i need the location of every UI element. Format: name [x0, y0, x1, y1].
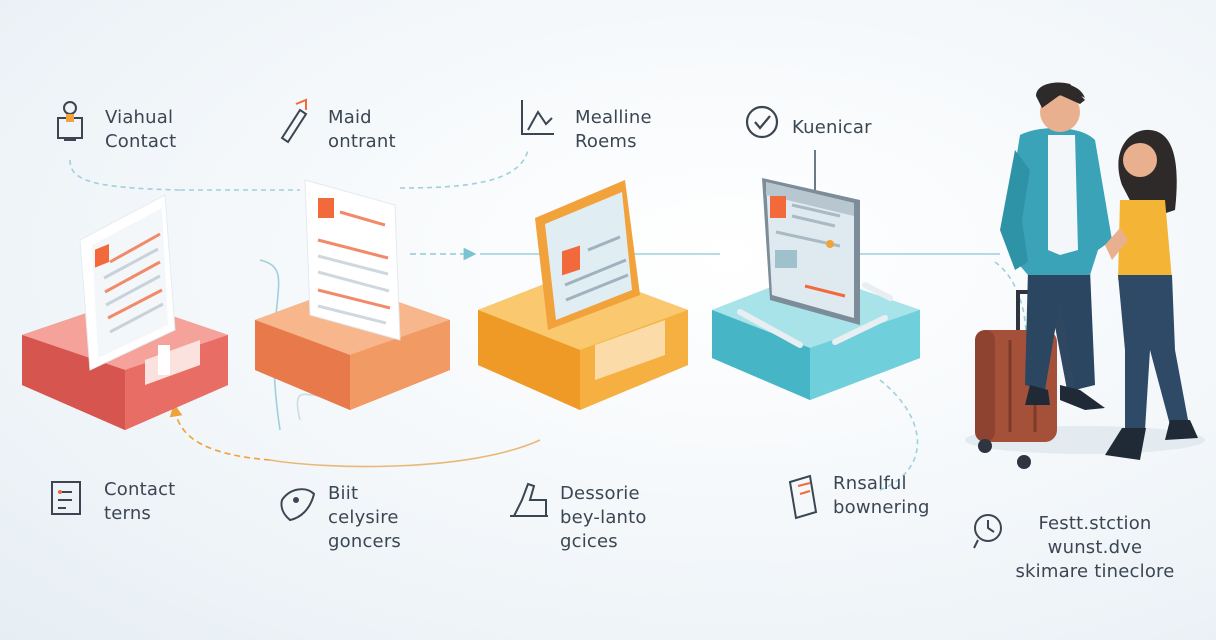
shield-icon	[280, 488, 316, 522]
hand-icon	[510, 482, 548, 517]
checklist-icon	[51, 481, 81, 515]
checkmark-circle-icon	[745, 105, 779, 139]
step-label-dessorie: Dessorie bey-lanto gcices	[560, 482, 647, 554]
loop-arc-right	[879, 379, 919, 491]
label-line: Roems	[575, 131, 637, 152]
loop-arc-left	[259, 259, 281, 431]
label-line: bownering	[833, 497, 930, 518]
step-label-festt-stction: Festt.stction wunst.dve skimare tineclor…	[1000, 512, 1190, 584]
step-label-contact-terns: Contact terns	[104, 478, 175, 526]
block-yellow	[478, 180, 688, 410]
label-line: goncers	[328, 531, 401, 552]
loop-arc-bottom	[169, 403, 271, 461]
step-label-kuenicar: Kuenicar	[792, 116, 872, 140]
label-line: celysire	[328, 507, 399, 528]
label-line: Rnsalful	[833, 473, 907, 494]
screen-card	[535, 180, 640, 330]
label-line: bey-lanto	[560, 507, 647, 528]
label-line: Contact	[105, 131, 177, 152]
block-red	[22, 194, 228, 430]
step-label-biit-celysire: Biit celysire goncers	[328, 482, 401, 554]
label-line: Mealline	[575, 107, 652, 128]
step-label-mealline-roems: Mealline Roems	[575, 106, 652, 154]
label-line: Festt.stction	[1038, 513, 1152, 534]
document-tag-icon	[788, 474, 818, 520]
label-line: Maid	[328, 107, 372, 128]
flow-line-label1	[69, 159, 181, 191]
block-orange	[255, 179, 450, 410]
man-figure	[1000, 82, 1112, 410]
label-line: Dessorie	[560, 483, 640, 504]
line-chart-icon	[521, 100, 554, 135]
connector-lines	[69, 149, 1028, 491]
label-line: gcices	[560, 531, 618, 552]
document-card-tilted	[304, 179, 401, 341]
flow-line-top-2	[399, 149, 529, 189]
label-line: Kuenicar	[792, 117, 872, 138]
lightbulb-icon	[57, 101, 83, 141]
document-card	[79, 194, 176, 371]
label-line: skimare tineclore	[1015, 561, 1175, 582]
pen-icon	[280, 98, 308, 144]
block-teal	[712, 178, 920, 400]
clock-icon	[973, 514, 1002, 549]
label-line: Biit	[328, 483, 359, 504]
step-label-viahual-contact: Viahual Contact	[105, 106, 176, 154]
travelers-illustration	[965, 82, 1205, 469]
label-line: Contact	[104, 479, 176, 500]
step-label-rnsalful: Rnsalful bownering	[833, 472, 930, 520]
woman-figure	[1105, 129, 1198, 460]
label-line: terns	[104, 503, 152, 524]
label-line: ontrant	[328, 131, 396, 152]
label-line: Viahual	[105, 107, 174, 128]
label-line: wunst.dve	[1047, 537, 1143, 558]
loop-arc-bottom-2	[269, 439, 541, 468]
step-label-maid-ontrant: Maid ontrant	[328, 106, 396, 154]
monitor-stack	[762, 178, 860, 325]
